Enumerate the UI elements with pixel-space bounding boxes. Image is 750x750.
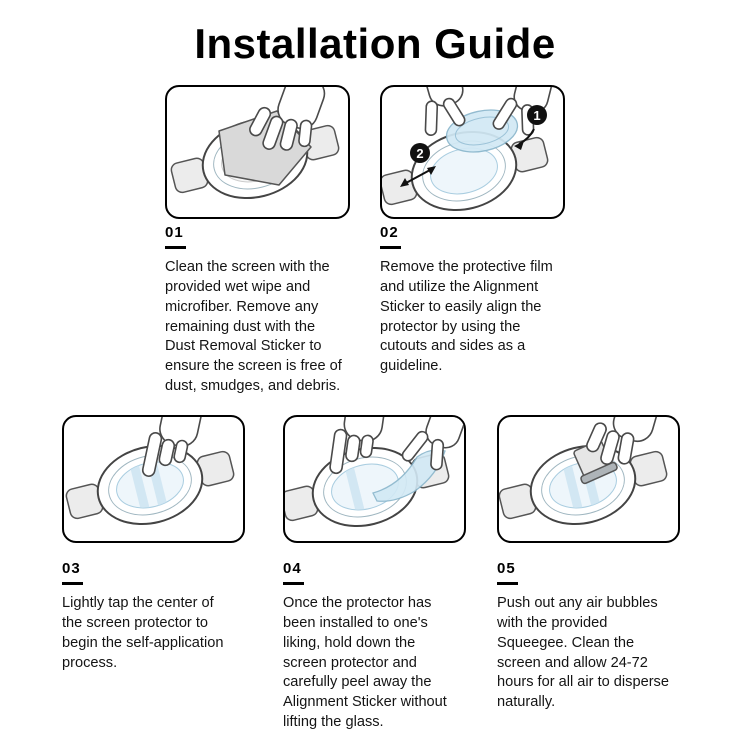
step-5-text: Push out any air bubbles with the provid… [497,595,669,711]
left-hand-icon [423,87,466,136]
badge-2: 2 [400,143,436,187]
holding-hand-icon [329,417,386,475]
alignment-sticker-icon [372,449,446,502]
hand-icon [249,87,326,151]
svg-text:2: 2 [416,146,423,161]
right-hand-icon [492,87,553,136]
step-2-illustration-svg: 1 2 [382,87,553,212]
step-2-text: Remove the protective film and utilize t… [380,259,553,375]
step-3-text: Lightly tap the center of the screen pro… [62,595,224,671]
step-5-illustration-svg [499,417,668,526]
step-1-text: Clean the screen with the provided wet w… [165,259,342,395]
step-3-number: 03 [62,560,83,585]
step-1-illustration-svg [170,87,340,200]
step-2-illustration: 1 2 [380,85,565,219]
step-2-number: 02 [380,224,401,249]
hand-icon [586,417,660,465]
step-3-illustration-svg [65,417,235,526]
step-4-illustration-svg [285,417,464,528]
step-4-number: 04 [283,560,304,585]
sticker-stripes [344,463,366,516]
badge-1: 1 [514,105,547,150]
peeling-hand-icon [401,417,464,471]
step-3-illustration [62,415,245,543]
step-5-number: 05 [497,560,518,585]
step-5-illustration [497,415,680,543]
tapping-hand-icon [141,417,203,477]
watch-icon [65,444,235,526]
step-4-text: Once the protector has been installed to… [283,595,447,731]
step-1-number: 01 [165,224,186,249]
svg-text:1: 1 [533,108,540,123]
step-4-illustration [283,415,466,543]
step-1-illustration [165,85,350,219]
page-title: Installation Guide [194,20,556,67]
